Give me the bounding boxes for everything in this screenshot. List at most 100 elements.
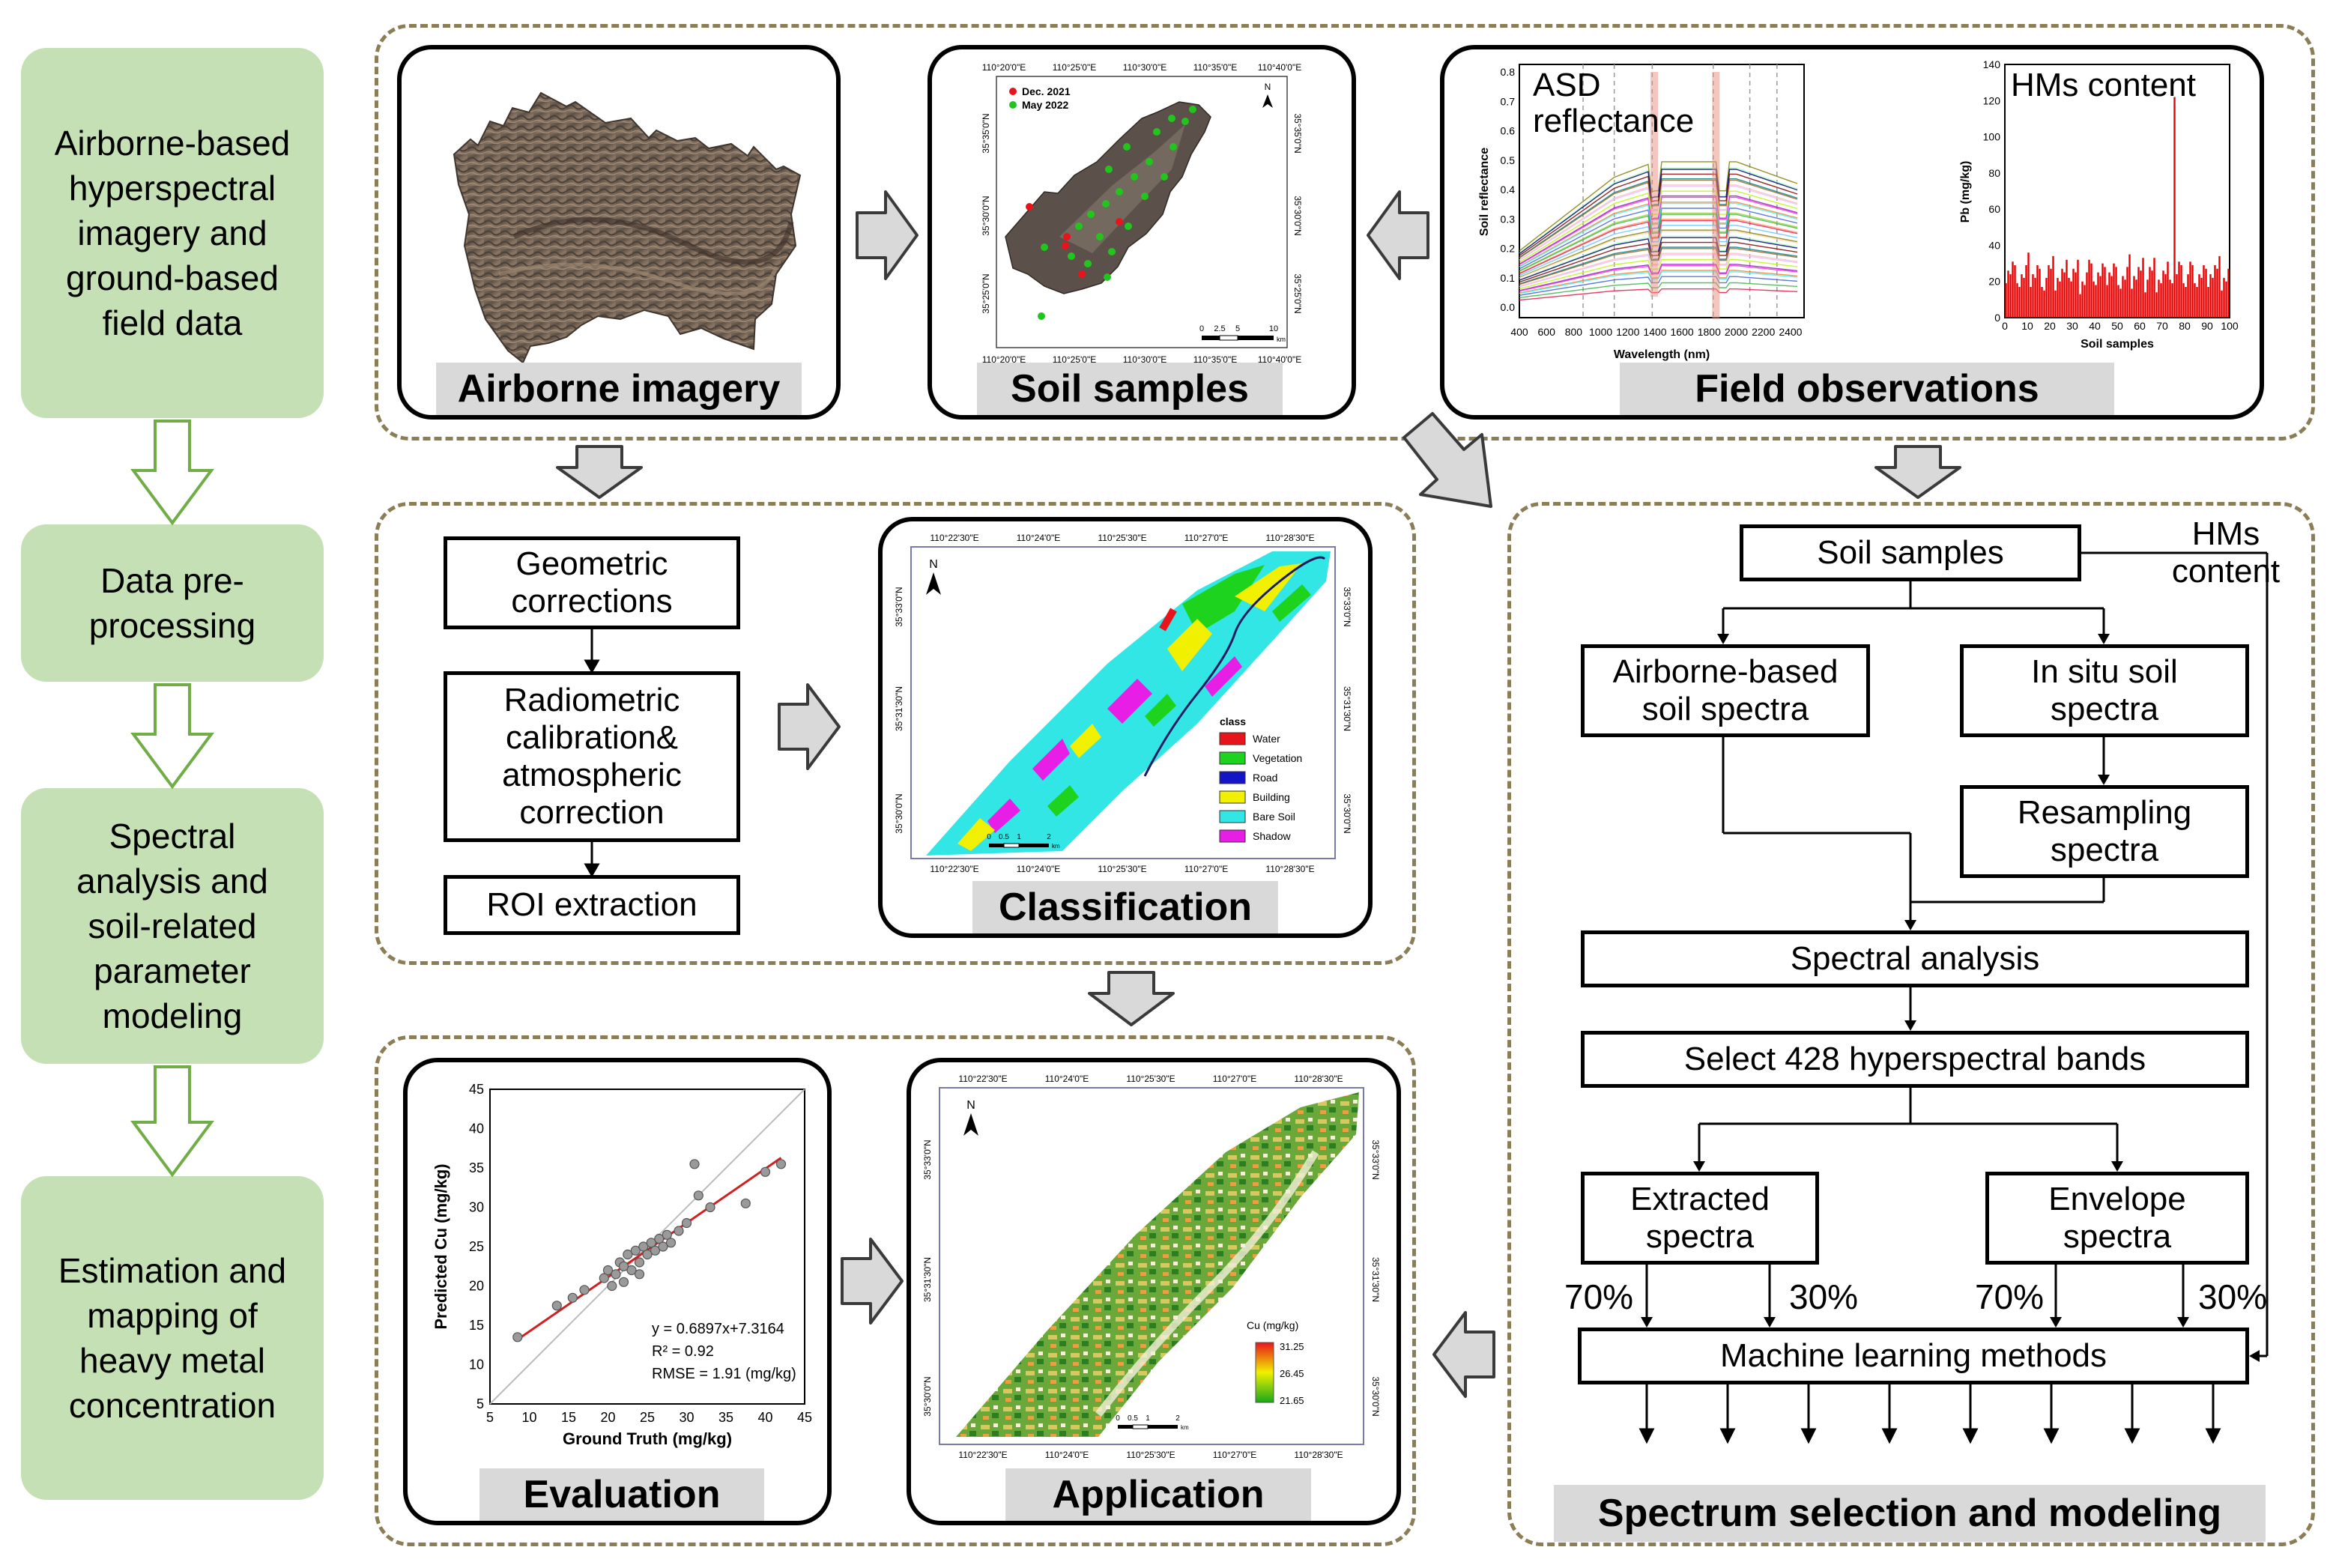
hm-xtick: 10 [2021, 320, 2033, 332]
box-soil-samples: Soil samples [1740, 524, 2081, 581]
ml-output-arrowhead-icon [2124, 1428, 2140, 1444]
asd-curve [1519, 231, 1798, 279]
asd-curve [1519, 179, 1798, 258]
svg-text:N: N [929, 558, 938, 571]
eval-xtick: 30 [679, 1410, 694, 1425]
scale-label: 5 [1235, 324, 1240, 333]
cu-legend-low: 21.65 [1280, 1395, 1304, 1406]
asd-xtick: 2200 [1752, 326, 1775, 338]
ml-output-arrows [1638, 1384, 2221, 1444]
ml-output-arrowhead-icon [2043, 1428, 2060, 1444]
label-test-30-envelope: 30% [2198, 1277, 2268, 1316]
asd-curve [1519, 173, 1798, 256]
scale-label: 0.5 [1128, 1414, 1138, 1423]
asd-ytick: 0.6 [1501, 125, 1516, 137]
asd-noise-band [1712, 72, 1720, 319]
eval-xtick: 45 [797, 1410, 812, 1425]
eval-xtick: 15 [561, 1410, 576, 1425]
eval-point [662, 1229, 672, 1240]
eval-point [689, 1159, 700, 1169]
soil-map-tick: 35°25'0"N [1292, 273, 1303, 313]
hm-xtick: 90 [2201, 320, 2213, 332]
eval-point [630, 1245, 641, 1256]
asd-curve [1519, 186, 1798, 261]
eval-ytick: 45 [469, 1082, 484, 1097]
step-mapping: Estimation and mapping of heavy metal co… [21, 1176, 324, 1500]
class-map-tick: 35°30'0"N [1342, 793, 1352, 833]
asd-curve [1519, 161, 1798, 252]
eval-point [618, 1261, 629, 1271]
eval-point [674, 1226, 684, 1236]
group-preprocessing [375, 502, 1416, 965]
cu-legend-high: 31.25 [1280, 1341, 1304, 1352]
soil-map-tick: 35°30'0"N [1292, 196, 1303, 235]
soil-map-tick: 35°25'0"N [981, 273, 991, 313]
eval-xtick: 5 [486, 1410, 494, 1425]
app-map-tick: 110°27'0"E [1213, 1074, 1257, 1084]
soil-map-tick: 35°35'0"N [981, 113, 991, 153]
hm-title: HMs content [2011, 67, 2196, 103]
asd-yticks: 0.00.10.20.30.40.50.60.70.8 [1501, 66, 1516, 313]
asd-curve [1519, 208, 1798, 270]
asd-ytick: 0.2 [1501, 243, 1516, 255]
eval-point [638, 1241, 649, 1252]
class-map-tick: 110°24'0"E [1017, 533, 1061, 543]
asd-curve [1519, 282, 1798, 299]
hm-xtick: 80 [2179, 320, 2191, 332]
eval-rmse: RMSE = 1.91 (mg/kg) [652, 1366, 796, 1382]
eval-point [705, 1202, 715, 1213]
asd-xtick: 1400 [1643, 326, 1666, 338]
ml-output-arrowhead-icon [1638, 1428, 1655, 1444]
asd-curve [1519, 248, 1798, 285]
asd-curve [1519, 264, 1798, 292]
eval-point [626, 1265, 637, 1276]
panel-label-soil: Soil samples [977, 363, 1283, 415]
class-map-tick: 110°27'0"E [1184, 533, 1229, 543]
eval-point [623, 1249, 633, 1260]
step-arrow-down-icon [130, 683, 214, 790]
scale-unit: km [1277, 336, 1286, 343]
class-legend-title: class [1220, 715, 1246, 727]
eval-point [740, 1198, 751, 1208]
eval-ytick: 15 [469, 1318, 484, 1333]
soil-map-tick: 110°30'0"E [1123, 62, 1167, 73]
airborne-strips [453, 91, 802, 364]
group-data [375, 24, 2315, 441]
asd-curve [1519, 169, 1798, 255]
ml-output-arrowhead-icon [1962, 1428, 1979, 1444]
arrow-left-icon [1432, 1311, 1495, 1398]
app-map-tick: 110°28'30"E [1294, 1450, 1343, 1460]
hm-ytick: 120 [1983, 94, 2001, 106]
eval-point [650, 1245, 661, 1256]
asd-ytick: 0.5 [1501, 154, 1516, 166]
app-map-tick: 35°31'30"N [922, 1257, 933, 1302]
eval-point [551, 1301, 562, 1311]
class-legend-swatch [1219, 829, 1246, 843]
soil-map-lat-ticks: 35°35'0"N 35°30'0"N 35°25'0"N 35°35'0"N … [981, 113, 1303, 313]
class-map-tick: 35°33'0"N [1342, 587, 1352, 626]
hm-xtick: 50 [2111, 320, 2123, 332]
class-map-tick: 110°27'0"E [1184, 864, 1229, 874]
asd-xtick: 1200 [1616, 326, 1639, 338]
asd-ylabel: Soil reflectance [1478, 148, 1491, 236]
eval-point [602, 1265, 614, 1276]
eval-point [599, 1273, 609, 1283]
north-arrow-icon: N [963, 1099, 978, 1136]
arrow-diagonal-icon [1402, 412, 1492, 508]
class-map-tick: 110°25'30"E [1098, 864, 1146, 874]
asd-curve [1519, 237, 1798, 281]
class-map-tick: 35°31'30"N [894, 686, 904, 731]
asd-curve [1519, 258, 1798, 290]
app-map-tick: 110°22'30"E [958, 1074, 1007, 1084]
hm-ylabel: Pb (mg/kg) [1959, 161, 1972, 223]
ml-output-arrowhead-icon [1800, 1428, 1817, 1444]
asd-title-line1: ASD [1533, 67, 1600, 103]
panel-label-field: Field observations [1620, 363, 2114, 415]
soil-map-tick: 110°40'0"E [1258, 62, 1302, 73]
